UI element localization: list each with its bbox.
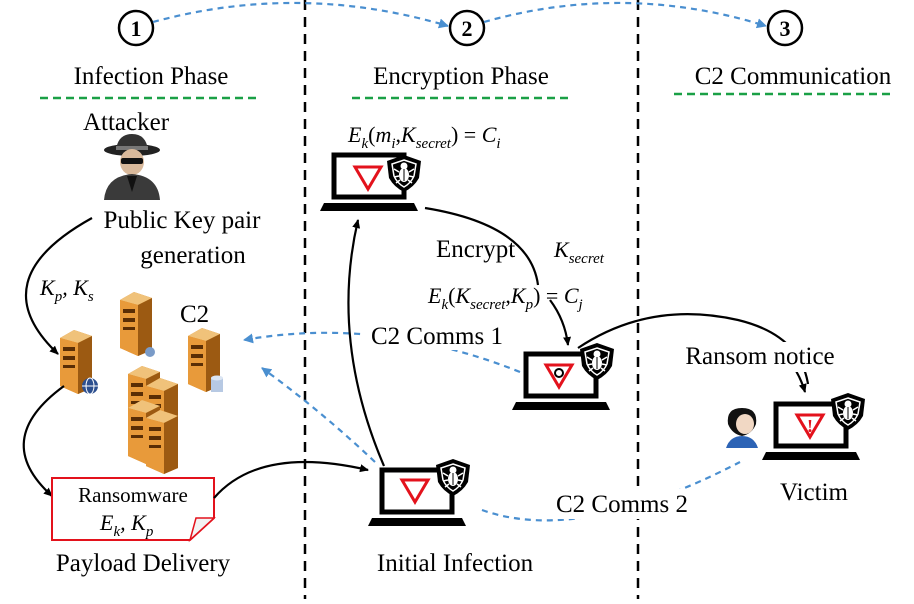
- phase-2-marker: 2: [448, 9, 486, 47]
- c2-comms-2-bg: [540, 489, 700, 519]
- phase-3-title: C2 Communication: [695, 63, 892, 90]
- phase-1-to-2-arrow: [152, 1, 449, 29]
- encrypt-label: Encrypt: [436, 236, 515, 263]
- initial-infection-label: Initial Infection: [377, 550, 534, 577]
- exclamation-icon: !: [807, 416, 813, 436]
- phase-3-marker: 3: [766, 9, 804, 47]
- attacker-label: Attacker: [83, 109, 170, 136]
- equation-1: Ek(mi,Ksecret) = Ci: [347, 122, 501, 152]
- target-icon: [554, 368, 564, 378]
- server-to-payload-arrow: [22, 385, 65, 497]
- database-icon: [211, 375, 223, 392]
- ransom-notice-label: Ransom notice: [685, 343, 834, 370]
- keygen-to-server-arrow: [24, 217, 93, 355]
- phase-2-to-3-arrow: [483, 1, 767, 29]
- phase-2-number: 2: [462, 16, 473, 41]
- c2-comms-2-label: C2 Comms 2: [556, 491, 688, 518]
- c2-label: C2: [180, 301, 209, 328]
- ksecret-label: Ksecret: [553, 237, 605, 267]
- server-icon-2: [120, 292, 152, 356]
- encrypt-curve: [424, 206, 540, 286]
- phase-1-marker: 1: [117, 9, 155, 47]
- attacker-icon: [104, 134, 160, 200]
- payload-keys: Ek, Kp: [99, 510, 154, 540]
- server-icon-7: [146, 410, 178, 474]
- ransomware-label: Ransomware: [78, 483, 188, 507]
- server-badge-icon: [145, 347, 155, 357]
- ransom-notice-bg: [665, 342, 855, 372]
- payload-to-infection-arrow: [213, 460, 369, 499]
- c2-comms-1-bg: [362, 320, 512, 350]
- phase-2-title: Encryption Phase: [373, 63, 549, 90]
- keys-label: Kp, Ks: [39, 275, 94, 305]
- phase-3-number: 3: [780, 16, 791, 41]
- phase-1-number: 1: [131, 16, 142, 41]
- payload-box: [51, 477, 216, 543]
- infection-to-encryption-arrow: [347, 219, 386, 467]
- phase-1-title: Infection Phase: [74, 63, 229, 90]
- public-key-label-line2: generation: [140, 242, 246, 269]
- equation-2: Ek(Ksecret,Kp) = Cj: [427, 283, 583, 313]
- c2-comms-1-label: C2 Comms 1: [371, 323, 503, 350]
- victim-label: Victim: [780, 479, 848, 506]
- public-key-label-line1: Public Key pair: [104, 207, 262, 234]
- payload-delivery-label: Payload Delivery: [56, 550, 231, 577]
- victim-person-icon: [726, 408, 758, 448]
- encrypt-arrow: [549, 299, 572, 346]
- globe-icon: [82, 377, 98, 395]
